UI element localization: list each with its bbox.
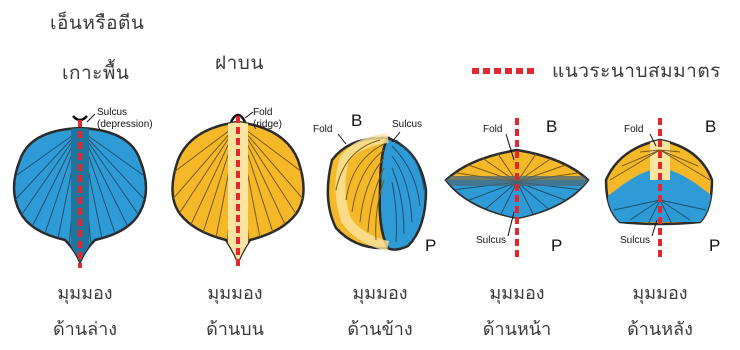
caption-posterior-line1: มุมมอง <box>605 276 715 312</box>
anterior-view-shell <box>446 118 588 258</box>
posterior-sulcus-label: Sulcus <box>620 235 650 246</box>
caption-anterior-line2: ด้านหน้า <box>462 312 572 348</box>
caption-ventral-line2: ด้านล่าง <box>30 312 140 348</box>
anterior-b-label: B <box>546 117 557 137</box>
lateral-sulcus-label: Sulcus <box>392 119 422 130</box>
caption-dorsal-line1: มุมมอง <box>180 276 290 312</box>
lateral-p-label: P <box>425 236 436 256</box>
dorsal-ridge-label: (ridge) <box>253 119 282 130</box>
posterior-p-label: P <box>709 236 720 256</box>
caption-ventral: มุมมอง ด้านล่าง <box>30 276 140 348</box>
anterior-p-label: P <box>551 236 562 256</box>
ventral-depression-label: (depression) <box>97 119 153 130</box>
caption-dorsal: มุมมอง ด้านบน <box>180 276 290 348</box>
caption-posterior: มุมมอง ด้านหลัง <box>605 276 715 348</box>
anterior-sulcus-label: Sulcus <box>476 235 506 246</box>
caption-ventral-line1: มุมมอง <box>30 276 140 312</box>
caption-dorsal-line2: ด้านบน <box>180 312 290 348</box>
ventral-view-shell <box>10 114 150 268</box>
caption-anterior-line1: มุมมอง <box>462 276 572 312</box>
posterior-b-label: B <box>705 117 716 137</box>
lateral-view-shell <box>328 132 426 250</box>
caption-posterior-line2: ด้านหลัง <box>605 312 715 348</box>
posterior-fold-label: Fold <box>624 124 643 135</box>
ventral-sulcus-label: Sulcus <box>97 107 127 118</box>
caption-lateral-line1: มุมมอง <box>325 276 435 312</box>
dorsal-view-shell <box>166 112 310 268</box>
anterior-fold-label: Fold <box>483 124 502 135</box>
lateral-fold-label: Fold <box>313 124 332 135</box>
caption-lateral: มุมมอง ด้านข้าง <box>325 276 435 348</box>
lateral-b-label: B <box>351 111 362 131</box>
caption-anterior: มุมมอง ด้านหน้า <box>462 276 572 348</box>
dorsal-fold-label: Fold <box>253 107 272 118</box>
caption-lateral-line2: ด้านข้าง <box>325 312 435 348</box>
